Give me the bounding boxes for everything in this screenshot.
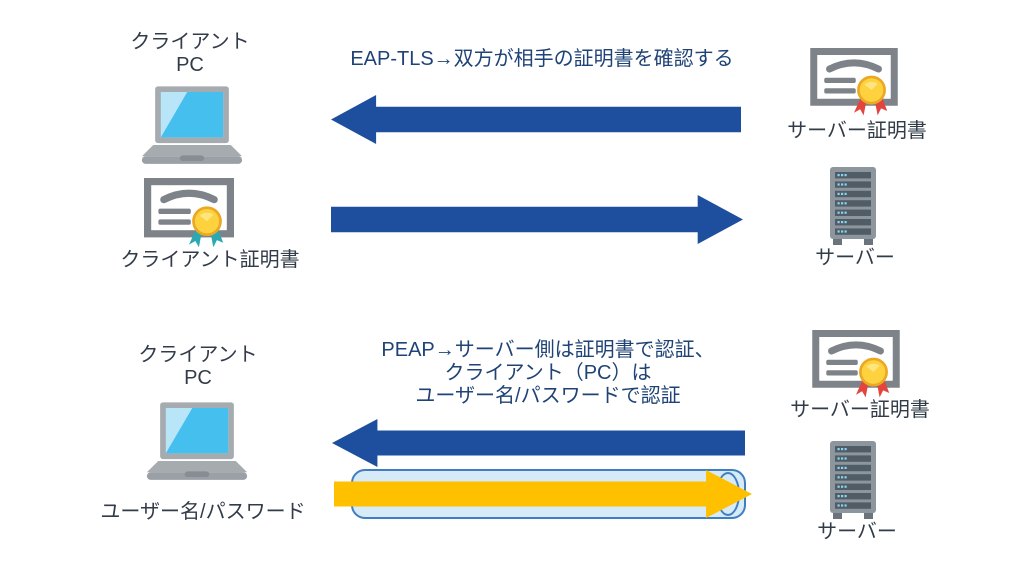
server-certificate-label-top: サーバー証明書	[787, 120, 927, 142]
server-label-top: サーバー	[815, 247, 895, 269]
peap-caption-line2: クライアント（PC）は	[444, 362, 652, 384]
server-icon-top	[830, 167, 876, 245]
client-pc-label-line1: クライアント	[130, 31, 250, 53]
username-password-label: ユーザー名/パスワード	[100, 501, 306, 523]
client-certificate-icon	[144, 178, 234, 248]
server-certificate-icon-bottom	[812, 330, 900, 398]
arrow-server-to-client-bottom	[332, 419, 745, 467]
eap-tls-caption: EAP-TLS→双方が相手の証明書を確認する	[350, 48, 734, 70]
arrow-client-to-server-top	[331, 195, 743, 244]
peap-caption-line3: ユーザー名/パスワードで認証	[415, 385, 681, 407]
arrow-server-to-client-top	[331, 95, 741, 144]
peap-caption-line1: PEAP→サーバー側は証明書で認証、	[381, 339, 715, 361]
client-pc-label-line2: PC	[176, 54, 204, 76]
client-pc-label-line2: PC	[184, 367, 212, 389]
peap-caption: PEAP→サーバー側は証明書で認証、 クライアント（PC）は ユーザー名/パスワ…	[348, 339, 748, 408]
server-certificate-icon-top	[810, 48, 898, 116]
laptop-icon	[141, 86, 243, 164]
server-icon-bottom	[830, 441, 876, 519]
client-pc-label-top: クライアント PC	[115, 31, 265, 77]
server-label-bottom: サーバー	[817, 521, 897, 543]
client-pc-label-bottom: クライアント PC	[123, 344, 273, 390]
client-pc-label-line1: クライアント	[138, 344, 258, 366]
laptop-icon	[146, 402, 248, 480]
client-certificate-label: クライアント証明書	[120, 249, 300, 271]
server-certificate-label-bottom: サーバー証明書	[790, 399, 930, 421]
